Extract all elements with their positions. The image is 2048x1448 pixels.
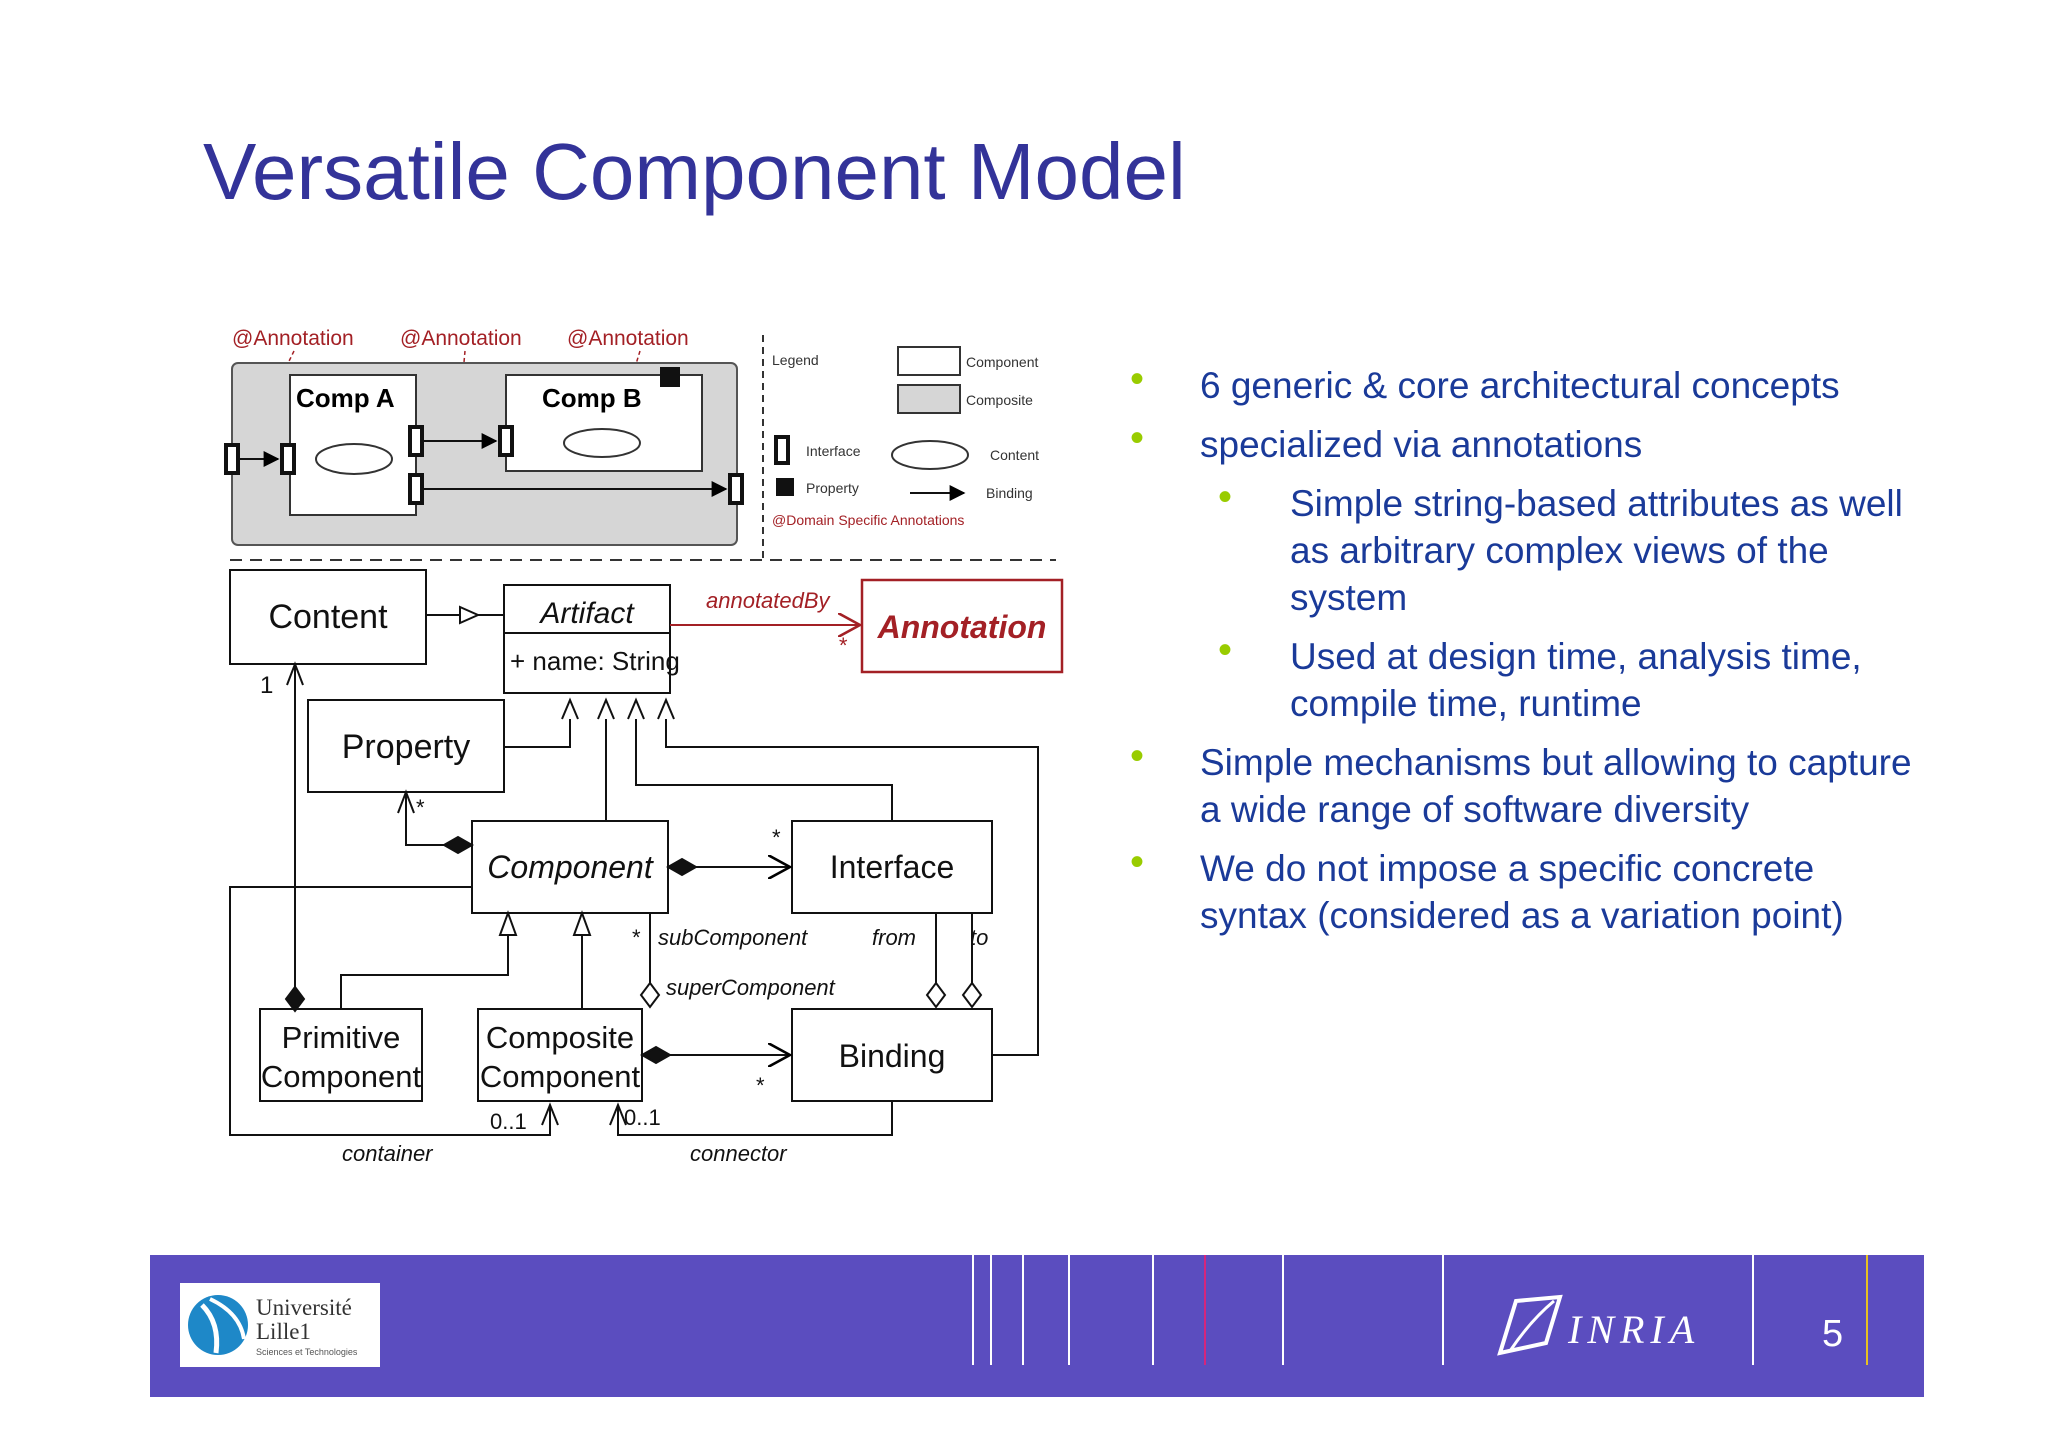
legend-interface: Interface <box>806 443 861 459</box>
bullet-item: 6 generic & core architectural concepts <box>1130 356 1930 409</box>
container-multiplicity: 0..1 <box>490 1109 527 1134</box>
legend-content-icon <box>891 440 969 470</box>
annotation-label-2: @Annotation <box>400 327 522 350</box>
connector-label: connector <box>690 1141 788 1166</box>
lille-university-text: Université <box>256 1295 352 1320</box>
sub-bullet-item: Simple string-based attributes as well a… <box>1130 474 1930 621</box>
legend-title: Legend <box>772 352 819 368</box>
legend-component-icon <box>897 346 961 376</box>
bullet-item: specialized via annotations <box>1130 415 1930 468</box>
legend-content: Content <box>990 447 1039 463</box>
content-class <box>229 569 427 665</box>
composite-component-class <box>477 1008 643 1102</box>
footer-divider <box>1068 1255 1070 1365</box>
legend-component: Component <box>966 354 1038 370</box>
binding-class-label: Binding <box>839 1038 946 1074</box>
inria-text: INRIA <box>1567 1307 1700 1352</box>
interface-icon-3 <box>408 425 424 457</box>
annotated-by-star: * <box>838 633 848 658</box>
footer-divider <box>1442 1255 1444 1365</box>
component-class <box>471 820 669 914</box>
composite-component-label-1: Composite <box>486 1020 634 1055</box>
binding-multiplicity: * <box>756 1073 765 1098</box>
comp-b-label: Comp B <box>542 383 642 413</box>
page-number: 5 <box>1822 1313 1844 1355</box>
legend-property-icon <box>776 478 794 496</box>
legend-domain: @Domain Specific Annotations <box>772 512 964 528</box>
legend-composite: Composite <box>966 392 1033 408</box>
sub-bullet-item: Used at design time, analysis time, comp… <box>1130 627 1930 727</box>
annotation-class-label: Annotation <box>877 609 1047 645</box>
primitive-component-label-1: Primitive <box>282 1020 401 1055</box>
artifact-class <box>503 584 671 694</box>
lille-city-text: Lille1 <box>256 1319 311 1344</box>
property-multiplicity: * <box>416 795 425 820</box>
connector-multiplicity: 0..1 <box>624 1105 661 1130</box>
interface-multiplicity: * <box>772 825 781 850</box>
lille-faculty-text: Sciences et Technologies <box>256 1347 358 1357</box>
footer-divider <box>1282 1255 1284 1365</box>
sub-component-star: * <box>632 925 641 950</box>
interface-icon-5 <box>498 425 514 457</box>
footer-divider <box>1866 1255 1868 1365</box>
interface-class <box>791 820 993 914</box>
legend-binding: Binding <box>986 485 1033 501</box>
component-class-label: Component <box>487 849 654 885</box>
primitive-component-class <box>259 1008 423 1102</box>
footer-divider <box>990 1255 992 1365</box>
bullet-list: 6 generic & core architectural concepts … <box>1130 356 1930 951</box>
annotation-label-3: @Annotation <box>567 327 689 350</box>
property-class <box>307 699 505 793</box>
legend-interface-icon <box>774 435 790 465</box>
comp-a-content <box>315 443 393 475</box>
super-component-label: superComponent <box>666 975 836 1000</box>
bullet-item: Simple mechanisms but allowing to captur… <box>1130 733 1930 833</box>
component-model-diagram: @Annotation @Annotation @Annotation Comp… <box>224 327 1064 1166</box>
container-label: container <box>342 1141 434 1166</box>
footer-divider <box>1022 1255 1024 1365</box>
annotated-by-label: annotatedBy <box>706 588 832 613</box>
footer-divider <box>1752 1255 1754 1365</box>
interface-class-label: Interface <box>830 849 955 885</box>
from-label: from <box>872 925 916 950</box>
artifact-class-label: Artifact <box>538 597 635 630</box>
content-multiplicity: 1 <box>260 672 273 699</box>
interface-icon-1 <box>224 443 240 475</box>
annotation-class <box>860 578 1064 674</box>
inria-logo: INRIA <box>1490 1291 1730 1361</box>
annotation-label-1: @Annotation <box>232 327 354 350</box>
binding-class <box>791 1008 993 1102</box>
comp-b-content <box>563 428 641 458</box>
inria-emblem-icon <box>1497 1294 1563 1356</box>
legend-composite-icon <box>897 384 961 414</box>
primitive-component-label-2: Component <box>261 1059 422 1094</box>
property-class-label: Property <box>342 728 471 766</box>
slide-title: Versatile Component Model <box>203 127 1186 216</box>
footer-divider <box>1204 1255 1206 1365</box>
footer-divider <box>972 1255 974 1365</box>
footer-divider <box>1152 1255 1154 1365</box>
interface-icon-6 <box>728 473 744 505</box>
legend-property: Property <box>806 480 859 496</box>
footer-bar: Université Lille1 Sciences et Technologi… <box>150 1255 1924 1397</box>
interface-icon-2 <box>280 443 296 475</box>
content-class-label: Content <box>268 598 388 636</box>
comp-b-property <box>660 367 680 387</box>
interface-icon-4 <box>408 473 424 505</box>
comp-a-label: Comp A <box>296 383 395 413</box>
to-label: to <box>970 925 988 950</box>
composite-component-label-2: Component <box>480 1059 641 1094</box>
lille-globe-icon <box>188 1295 248 1355</box>
bullet-item: We do not impose a specific concrete syn… <box>1130 839 1930 939</box>
lille-logo: Université Lille1 Sciences et Technologi… <box>180 1283 380 1367</box>
artifact-attribute: + name: String <box>510 646 680 676</box>
sub-component-label: subComponent <box>658 925 808 950</box>
